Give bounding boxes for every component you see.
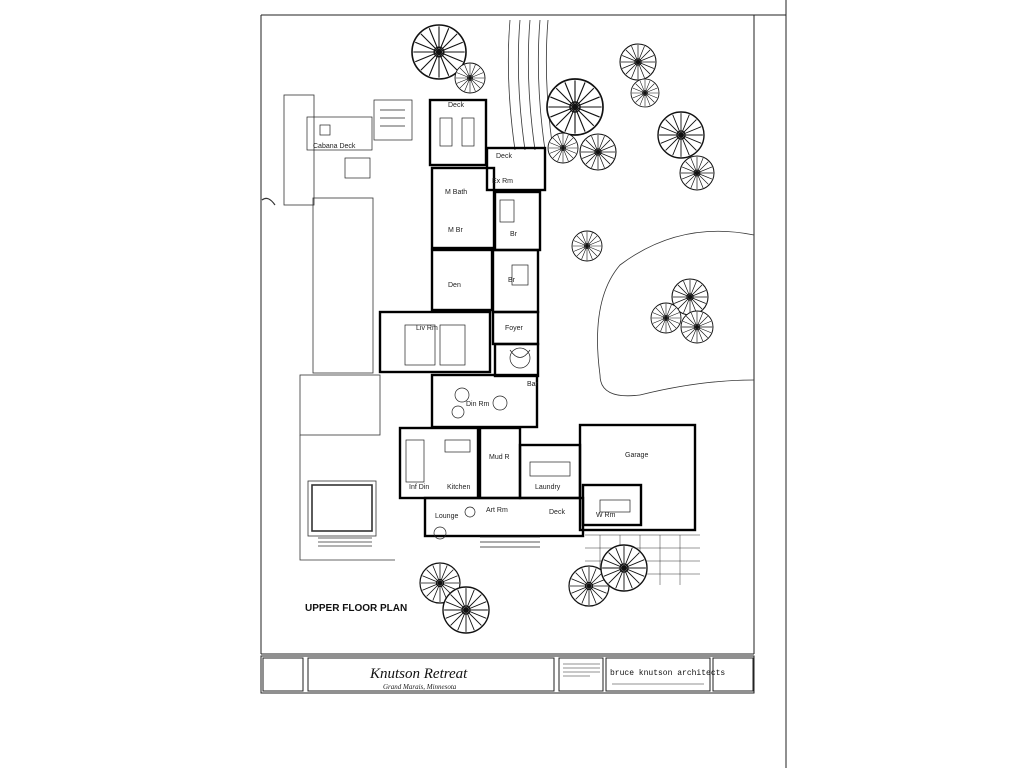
room-w-rm: W Rm bbox=[596, 512, 616, 519]
room-labels: Deck Cabana Deck Deck M Bath Ex Rm M Br … bbox=[313, 102, 648, 520]
project-location: Grand Marais, Minnesota bbox=[383, 683, 457, 691]
room-master-bedroom: M Br bbox=[448, 227, 463, 234]
title-block bbox=[260, 655, 755, 694]
room-master-bath: M Bath bbox=[445, 189, 467, 196]
plan-title: UPPER FLOOR PLAN bbox=[305, 603, 407, 614]
sheet-frame bbox=[260, 0, 787, 768]
room-bar: Bar bbox=[527, 381, 539, 388]
room-lounge: Lounge bbox=[435, 513, 458, 520]
building-walls bbox=[378, 98, 697, 538]
room-art-room: Art Rm bbox=[486, 507, 508, 514]
room-foyer: Foyer bbox=[505, 325, 524, 332]
firm-name: bruce knutson architects bbox=[610, 669, 725, 678]
room-deck-bottom: Deck bbox=[549, 509, 565, 516]
room-informal-dining: Inf Din bbox=[409, 484, 429, 491]
room-den: Den bbox=[448, 282, 461, 289]
room-kitchen: Kitchen bbox=[447, 484, 470, 491]
project-title: Knutson Retreat bbox=[369, 666, 468, 682]
interior-details bbox=[306, 99, 631, 548]
room-dining: Din Rm bbox=[466, 401, 490, 408]
room-deck-top: Deck bbox=[448, 102, 464, 109]
room-cabana-deck: Cabana Deck bbox=[313, 143, 356, 150]
trees bbox=[411, 24, 715, 634]
room-mud-room: Mud R bbox=[489, 454, 510, 461]
site-landscape bbox=[261, 19, 755, 585]
room-exercise: Ex Rm bbox=[492, 178, 513, 185]
room-living: Liv Rm bbox=[416, 325, 438, 332]
room-bedroom-1: Br bbox=[510, 231, 518, 238]
room-laundry: Laundry bbox=[535, 484, 561, 491]
room-garage: Garage bbox=[625, 452, 648, 459]
room-deck-mid: Deck bbox=[496, 153, 512, 160]
room-bedroom-2: Br bbox=[508, 277, 516, 284]
